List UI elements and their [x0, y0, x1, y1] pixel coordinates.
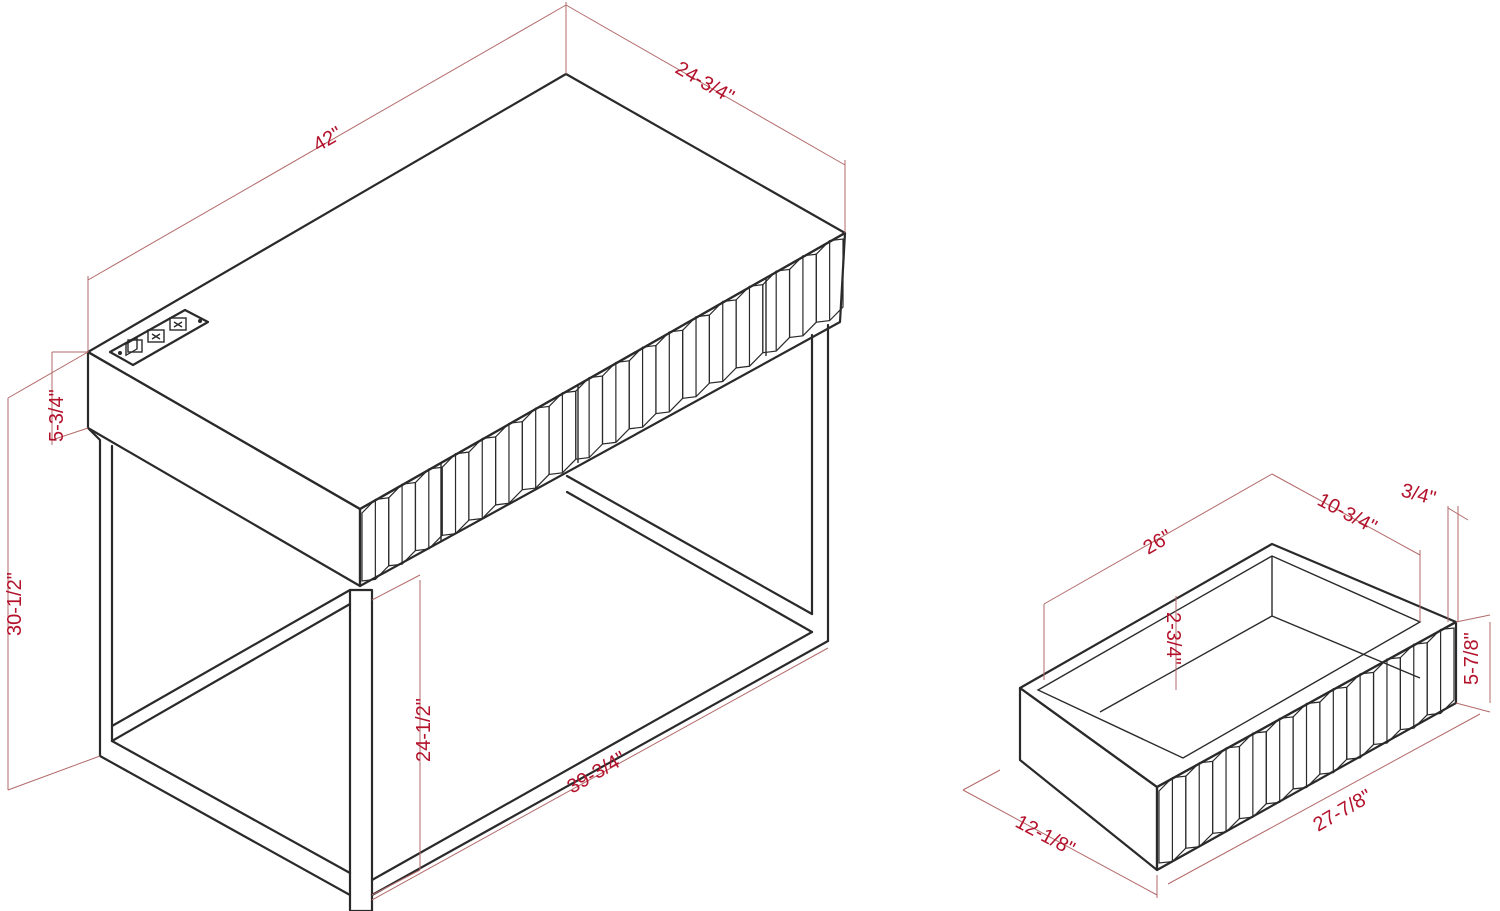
desk-clearance-height-label: 24-1/2": [413, 698, 435, 762]
drawer-dimensions: [962, 473, 1491, 898]
desk-drawing: 42" 24-3/4" 5-3/4" 30-1/2" 24-1/2" 39-3/…: [4, 2, 847, 911]
drawer-front-thickness-label: 3/4": [1399, 480, 1438, 510]
drawer-front-height-label: 5-7/8": [1461, 632, 1483, 685]
drawer-front-facets: [1158, 627, 1455, 864]
desk-drawer-facets: [361, 238, 844, 582]
desk-side-apron: [86, 350, 362, 588]
power-outlet-icon: [108, 308, 210, 367]
drawer-side-depth-label: 12-1/8": [1012, 811, 1079, 860]
drawer-inner-height-label: 2-3/4": [1162, 612, 1184, 665]
desk-width-label: 42": [310, 123, 346, 157]
desk-inner-width-label: 39-3/4": [564, 747, 630, 798]
desk-depth-label: 24-3/4": [672, 57, 738, 108]
desk-top-surface: [86, 72, 847, 511]
drawer-width-label: 26": [1140, 526, 1176, 560]
drawer-depth-label: 10-3/4": [1314, 489, 1381, 538]
desk-total-height-label: 30-1/2": [4, 572, 26, 636]
desk-dimensions: [7, 2, 846, 901]
desk-apron-height-label: 5-3/4": [46, 389, 68, 442]
drawer-front-width-label: 27-7/8": [1310, 785, 1376, 836]
drawer-drawing: 26" 10-3/4" 3/4" 2-3/4" 5-7/8" 12-1/8" 2…: [962, 473, 1491, 898]
desk-frame: [86, 323, 830, 911]
